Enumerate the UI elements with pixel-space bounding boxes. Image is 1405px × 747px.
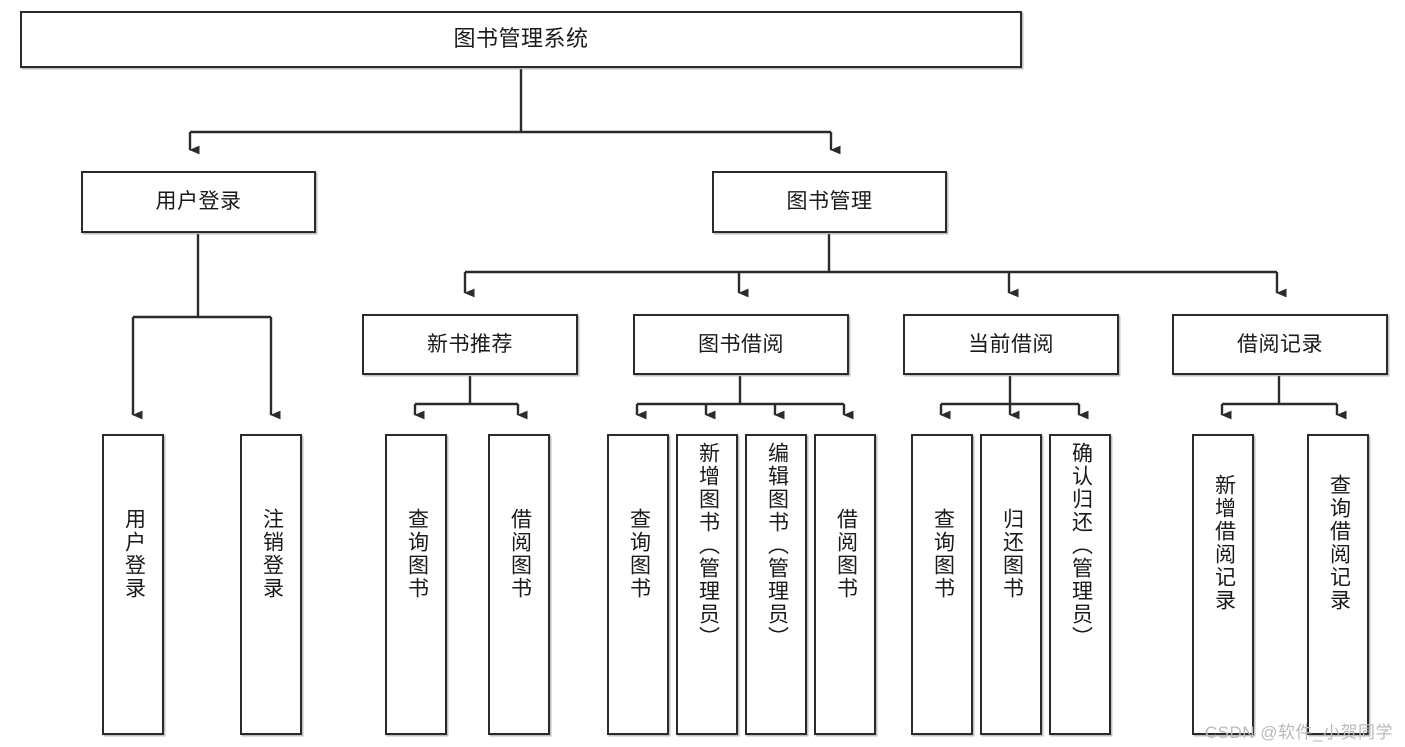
leaf-book-borrow-query[interactable]: 查询图书: [607, 434, 669, 735]
leaf-label-current-borrow-query: 查询图书: [931, 508, 955, 600]
leaf-label-current-borrow-return: 归还图书: [1000, 508, 1024, 600]
leaf-label-borrow-record-add: 新增借阅记录: [1212, 474, 1236, 612]
leaf-new-book-query[interactable]: 查询图书: [385, 434, 447, 735]
node-label-borrow-record: 借阅记录: [1237, 332, 1323, 356]
leaf-label-book-borrow-add: 新增图书（管理员）: [696, 442, 720, 649]
leaf-label-user-login-login: 用户登录: [122, 508, 146, 600]
leaf-book-borrow-add[interactable]: 新增图书（管理员）: [676, 434, 738, 735]
leaf-current-borrow-return[interactable]: 归还图书: [980, 434, 1042, 735]
leaf-current-borrow-confirm[interactable]: 确认归还（管理员）: [1049, 434, 1111, 735]
leaf-user-login-login[interactable]: 用户登录: [102, 434, 164, 735]
node-root-book-management-system[interactable]: 图书管理系统: [20, 11, 1022, 68]
node-label-current-borrow: 当前借阅: [968, 332, 1054, 356]
leaf-borrow-record-add[interactable]: 新增借阅记录: [1192, 434, 1254, 735]
leaf-label-new-book-query: 查询图书: [405, 508, 429, 600]
node-user-login[interactable]: 用户登录: [81, 171, 316, 233]
leaf-label-user-login-logout: 注销登录: [260, 508, 284, 600]
leaf-label-book-borrow-borrow: 借阅图书: [834, 508, 858, 600]
leaf-label-current-borrow-confirm: 确认归还（管理员）: [1069, 442, 1093, 649]
node-label-book-borrow: 图书借阅: [698, 332, 784, 356]
node-label-user-login: 用户登录: [155, 190, 242, 214]
node-borrow-record[interactable]: 借阅记录: [1172, 314, 1388, 375]
leaf-label-book-borrow-query: 查询图书: [627, 508, 651, 600]
leaf-label-new-book-borrow: 借阅图书: [508, 508, 532, 600]
leaf-borrow-record-query[interactable]: 查询借阅记录: [1307, 434, 1369, 735]
leaf-label-borrow-record-query: 查询借阅记录: [1327, 474, 1351, 612]
leaf-book-borrow-edit[interactable]: 编辑图书（管理员）: [745, 434, 807, 735]
leaf-user-login-logout[interactable]: 注销登录: [240, 434, 302, 735]
node-book-management[interactable]: 图书管理: [712, 171, 947, 233]
node-current-borrow[interactable]: 当前借阅: [903, 314, 1119, 375]
node-label-root: 图书管理系统: [453, 26, 589, 52]
leaf-new-book-borrow[interactable]: 借阅图书: [488, 434, 550, 735]
node-label-book-management: 图书管理: [786, 190, 873, 214]
leaf-book-borrow-borrow[interactable]: 借阅图书: [814, 434, 876, 735]
node-label-new-book-recommend: 新书推荐: [427, 332, 513, 356]
node-new-book-recommend[interactable]: 新书推荐: [362, 314, 578, 375]
node-book-borrow[interactable]: 图书借阅: [633, 314, 849, 375]
leaf-label-book-borrow-edit: 编辑图书（管理员）: [765, 442, 789, 649]
leaf-current-borrow-query[interactable]: 查询图书: [911, 434, 973, 735]
